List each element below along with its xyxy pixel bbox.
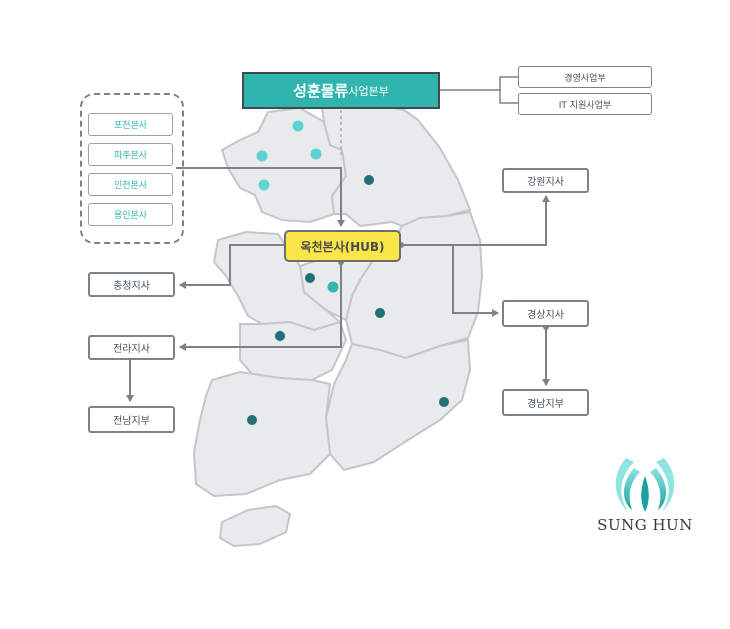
marker-dark <box>439 397 449 407</box>
logo-wordmark: SUNG HUN <box>597 516 693 534</box>
branch-jeolla: 전라지사 <box>88 335 175 360</box>
branch-gyeongnam: 경남지부 <box>502 389 589 416</box>
office-yongin: 용인본사 <box>88 203 173 226</box>
branch-offices-group <box>80 93 184 244</box>
hub-gyeongsang-link <box>452 245 499 317</box>
marker-light <box>310 148 322 160</box>
marker-dark <box>305 273 315 283</box>
division-management: 경영사업부 <box>518 66 652 88</box>
hq-division-link <box>499 90 518 104</box>
hq-title: 성훈물류 <box>293 82 349 100</box>
marker-light <box>327 281 339 293</box>
office-pocheon: 포천본사 <box>88 113 173 136</box>
branch-gyeongsang: 경상지사 <box>502 300 589 327</box>
marker-dark <box>375 308 385 318</box>
hq-division-link <box>440 76 518 91</box>
region-gyeongnam <box>325 339 471 471</box>
region-jeju <box>219 505 291 547</box>
offices-hub-link <box>176 167 345 227</box>
branch-gangwon: 강원지사 <box>502 168 589 193</box>
office-incheon: 인천본사 <box>88 173 173 196</box>
marker-dark <box>275 331 285 341</box>
hub-okcheon: 옥천본사(HUB) <box>284 230 401 262</box>
office-paju: 파주본사 <box>88 143 173 166</box>
branch-chungcheong: 충청지사 <box>88 272 175 297</box>
map-markers <box>247 120 449 425</box>
hub-jeolla-link <box>179 262 342 351</box>
marker-light <box>292 120 304 132</box>
sunghun-logo-icon <box>615 458 675 512</box>
marker-light <box>256 150 268 162</box>
marker-dark <box>364 175 374 185</box>
hub-chungcheong-link <box>179 244 284 289</box>
region-gangwon <box>321 103 471 227</box>
hub-gangwon-link <box>401 195 550 246</box>
connectors <box>126 76 550 402</box>
region-jeonnam <box>193 371 331 497</box>
branch-jeonnam: 전남지부 <box>88 406 175 433</box>
marker-dark <box>247 415 257 425</box>
hq-suffix: 사업본부 <box>348 84 389 98</box>
division-it-support: IT 지원사업부 <box>518 93 652 115</box>
marker-light <box>258 179 270 191</box>
region-jeonbuk <box>239 321 347 381</box>
korea-map <box>193 103 483 547</box>
